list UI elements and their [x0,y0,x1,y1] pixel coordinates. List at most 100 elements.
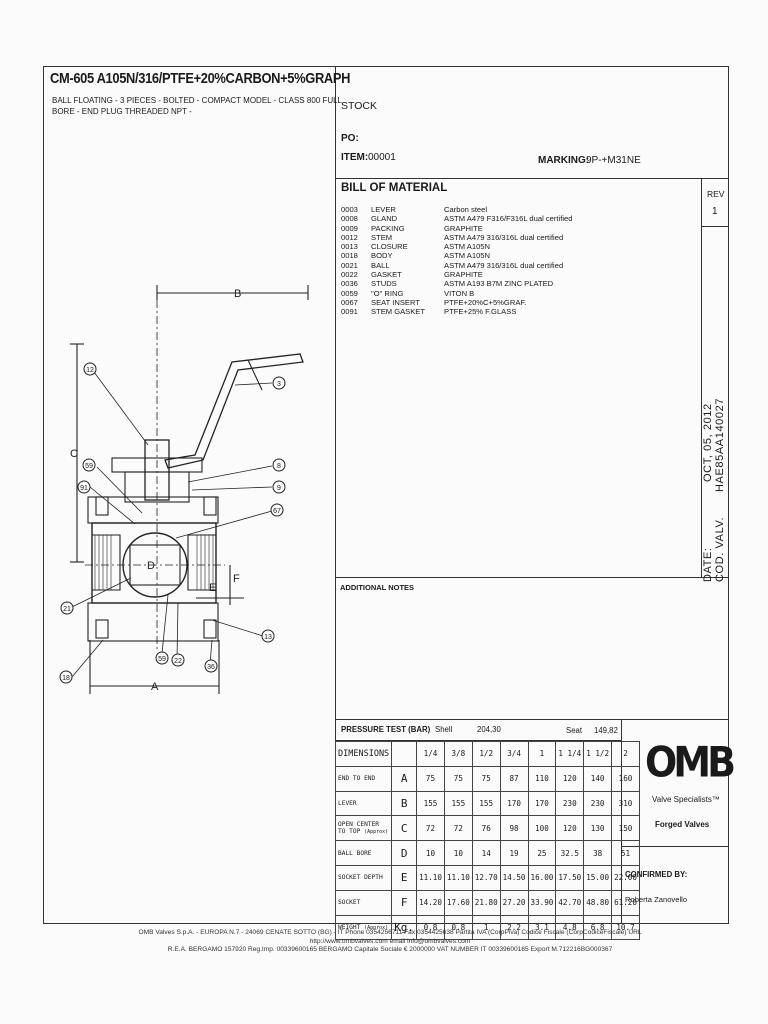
bom-code: 0059 [341,288,358,298]
bom-part: BALL [371,260,390,270]
bom-code: 0003 [341,205,358,214]
bom-code: 0036 [341,279,358,289]
dimensions-header-letter [391,741,418,767]
dimension-cell: 12.70 [471,864,501,891]
cod-label: COD. VALV. [714,516,726,582]
dimension-name: SOCKET [334,889,393,916]
size-header: 1 1/2 [583,741,613,767]
dimension-cell: 150 [611,815,640,842]
dimension-cell: 38 [583,840,613,866]
seat-value: 149,82 [594,726,618,735]
footer: OMB Valves S.p.A. - EUROPA N.7 - 24069 C… [110,929,670,955]
dimension-cell: 6.8 [583,914,613,941]
dimension-cell: 72 [416,815,445,842]
dimension-cell: 25 [527,840,557,866]
callout: 8 [272,458,286,472]
callout-number: 13 [264,634,272,641]
dimension-cell: 100 [527,815,557,842]
callout-number: 22 [174,658,182,665]
bom-title: BILL OF MATERIAL [341,182,448,194]
size-header: 3/4 [499,741,529,767]
brand-box-bottom [621,846,728,847]
callout: 59 [155,651,169,665]
seat-label: Seat [566,726,583,735]
dimension-cell: 2.2 [499,914,529,941]
item-label: ITEM: [341,152,369,163]
dimension-cell: 22.00 [611,864,640,891]
shell-label: Shell [435,725,453,734]
footer-line-2: R.E.A. BERGAMO 157920 Reg.Imp. 003396001… [167,946,613,953]
dimension-letter: F [391,889,418,916]
callout-number: 3 [277,381,281,388]
dimension-name: OPEN CENTER TO TOP (Approx) [334,815,393,842]
stem [144,439,170,501]
dimension-name-text: WEIGHT [338,923,361,931]
bom-code: 0091 [341,307,358,317]
lever [164,353,304,469]
dimension-cell: 155 [443,790,473,817]
dimension-name: LEVER [334,790,393,817]
dimension-cell: 10 [443,840,473,866]
bom-code: 0009 [341,223,358,233]
stud [203,496,217,516]
dimension-name: WEIGHT (Approx) [334,914,393,941]
confirmed-name: Roberta Zanovello [625,895,688,904]
callout: 21 [60,601,74,615]
dimension-cell: 0.8 [416,914,445,941]
bom-material: ASTM A193 B7M ZINC PLATED [444,279,554,289]
dimensions-table: DIMENSIONS 1/4 3/8 1/2 3/4 1 1 1/4 1 1/2… [334,741,640,941]
dimension-cell: 10.7 [611,914,640,941]
dim-letter-a: A [151,681,159,693]
bom-material: GRAPHITE [444,270,483,280]
bom-material: ASTM A479 316/316L dual certified [444,260,564,270]
dimension-cell: 14.20 [416,889,445,916]
bom-part: CLOSURE [371,242,408,252]
rev-label: REV [707,189,725,199]
dimension-cell: 10 [416,840,445,866]
bom-material: GRAPHITE [444,223,483,233]
dimension-cell: 310 [611,790,640,817]
callout: 36 [204,659,218,673]
size-header: 1 1/4 [555,741,585,767]
dimension-cell: 72 [443,815,473,842]
dimension-cell: 14.50 [499,864,529,891]
dimension-cell: 33.90 [527,889,557,916]
valve-drawing: B C A D E F 12 3 8 9 59 91 67 21 13 59 2… [59,285,309,694]
stock-label: STOCK [341,100,377,112]
bonnet [124,471,190,503]
bom-material: ASTM A105N [444,242,491,252]
footer-line-1: OMB Valves S.p.A. - EUROPA N.7 - 24069 C… [138,929,642,945]
bom-material: ASTM A479 F316/F316L dual certified [444,214,573,224]
pressure-test-label: PRESSURE TEST (BAR) [341,725,431,734]
callout-number: 18 [62,675,70,682]
bom-code: 0021 [341,260,358,270]
dimension-cell: 14 [471,840,501,866]
dimension-letter: E [391,864,418,891]
dimension-cell: 230 [583,790,613,817]
dimension-cell: 16.00 [527,864,557,891]
dimension-cell: 42.70 [555,889,585,916]
callout-number: 21 [63,606,71,613]
dimension-name-text: OPEN CENTER TO TOP [338,821,379,836]
callout-number: 91 [80,485,88,492]
dimensions-header: DIMENSIONS [334,741,393,767]
marking-label: MARKING: [538,155,590,166]
callout-number: 36 [207,664,215,671]
dimension-cell: 170 [527,790,557,817]
bom-material: PTFE+25% F.GLASS [444,307,517,317]
dimension-cell: 11.10 [443,864,473,891]
dimension-cell: 48.80 [583,889,613,916]
callout-number: 59 [85,463,93,470]
item-value: 00001 [368,152,396,163]
dimension-letter: D [391,840,418,866]
callout: 67 [270,503,284,517]
